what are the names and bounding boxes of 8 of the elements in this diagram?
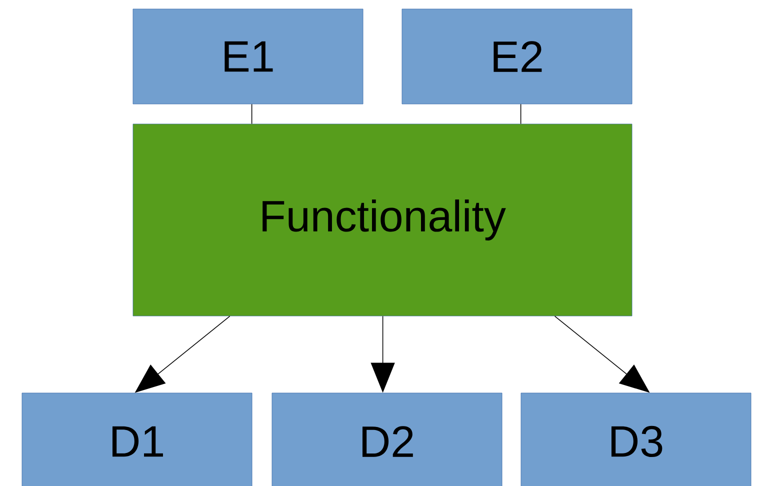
connector-line: [520, 104, 522, 124]
process-box: Functionality: [132, 124, 632, 316]
entity-box: E2: [402, 8, 632, 104]
output-box: D3: [520, 392, 752, 486]
connector-line: [251, 104, 252, 124]
output-box: D1: [22, 392, 252, 486]
entity-box: E1: [132, 8, 364, 104]
output-box: D2: [272, 392, 502, 486]
